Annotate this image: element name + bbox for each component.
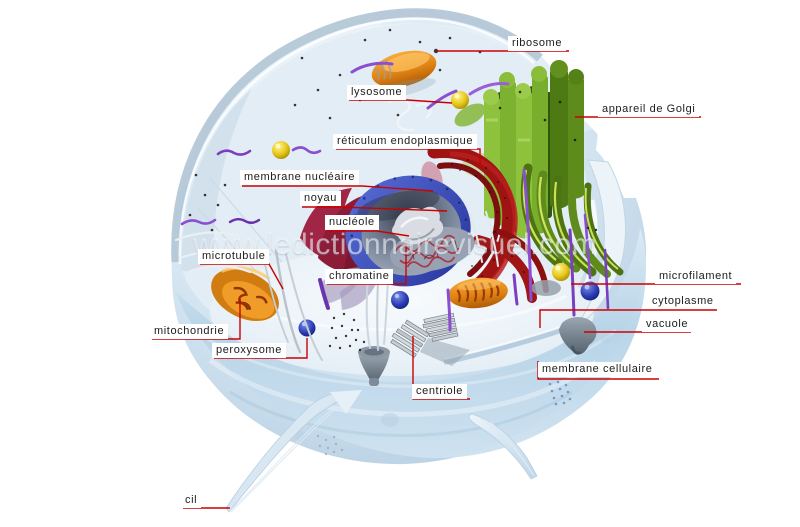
- label-appareil-de-golgi[interactable]: appareil de Golgi: [598, 102, 700, 117]
- label-microfilament[interactable]: microfilament: [655, 269, 737, 284]
- cilium-left: [225, 390, 362, 513]
- label-membrane-cellulaire[interactable]: membrane cellulaire: [538, 362, 657, 377]
- floor-pit: [531, 280, 561, 296]
- leader-noyau: [302, 206, 448, 212]
- label-cil[interactable]: cil: [181, 493, 202, 508]
- ribosome-dots: [188, 28, 598, 352]
- peroxisome-right: [580, 281, 600, 301]
- leader-membrane-nucleaire: [242, 185, 434, 192]
- leader-nucleole: [327, 230, 410, 237]
- lysosomes: [272, 91, 570, 281]
- microfilament-strands: [180, 61, 610, 332]
- lysosome-right: [552, 263, 570, 281]
- leader-centriole: [412, 336, 470, 400]
- leader-microtubule: [200, 263, 284, 290]
- mitochondrion-left: [211, 266, 279, 322]
- label-mitochondrie[interactable]: mitochondrie: [150, 324, 229, 339]
- vacuole-shape: [559, 317, 597, 355]
- label-membrane-nucleaire[interactable]: membrane nucléaire: [240, 170, 360, 185]
- leader-chromatine: [327, 245, 407, 285]
- lysosome-top: [451, 91, 469, 109]
- leader-lysosome: [349, 99, 453, 104]
- leader-mitochondrie: [152, 299, 241, 340]
- label-centriole[interactable]: centriole: [412, 384, 467, 399]
- cilium-right: [468, 413, 538, 480]
- label-chromatine[interactable]: chromatine: [325, 269, 394, 284]
- peroxisome-center: [391, 291, 409, 309]
- lysosome-left: [272, 141, 290, 159]
- label-noyau[interactable]: noyau: [300, 191, 341, 206]
- mitochondrion-center: [448, 277, 508, 309]
- label-lysosome[interactable]: lysosome: [347, 85, 407, 100]
- label-nucleole[interactable]: nucléole: [325, 215, 379, 230]
- label-reticulum-endoplasmique[interactable]: réticulum endoplasmique: [333, 134, 478, 149]
- leader-peroxysome: [214, 338, 308, 359]
- cell-bottom-surface: [176, 228, 646, 459]
- leader-cytoplasme: [539, 309, 717, 328]
- label-cytoplasme[interactable]: cytoplasme: [648, 294, 718, 309]
- label-ribosome[interactable]: ribosome: [508, 36, 567, 51]
- leader-reticulum-endoplasmique: [336, 148, 481, 169]
- label-vacuole[interactable]: vacuole: [642, 317, 693, 332]
- basal-funnel: [358, 346, 390, 386]
- label-microtubule[interactable]: microtubule: [198, 249, 270, 264]
- speckle-clusters: [316, 380, 572, 456]
- label-peroxysome[interactable]: peroxysome: [212, 343, 286, 358]
